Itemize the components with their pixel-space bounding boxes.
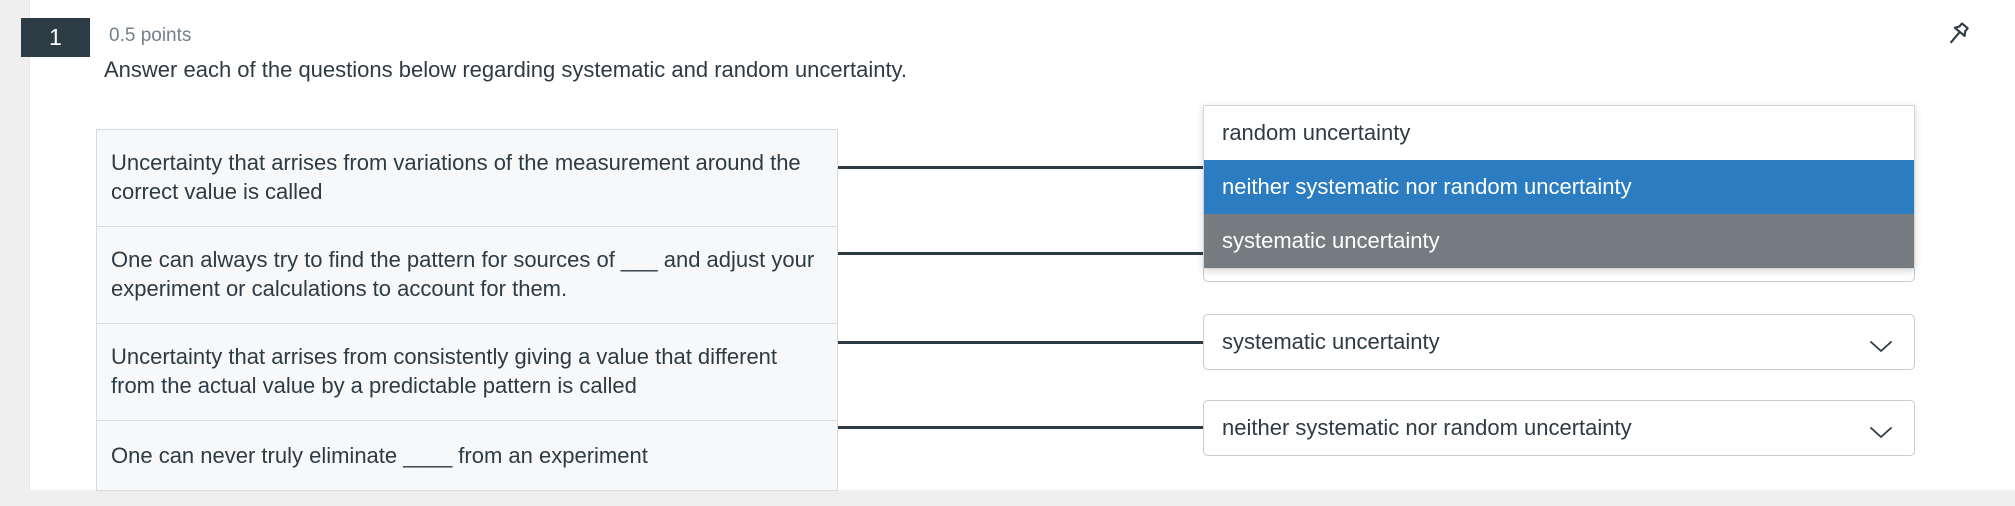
- match-item: One can always try to find the pattern f…: [97, 227, 837, 324]
- answer-select-4[interactable]: neither systematic nor random uncertaint…: [1203, 400, 1915, 456]
- match-item: One can never truly eliminate ____ from …: [97, 421, 837, 491]
- question-number-badge: 1: [21, 18, 90, 57]
- pushpin-icon[interactable]: [1943, 19, 1973, 49]
- question-prompt: Answer each of the questions below regar…: [104, 57, 908, 82]
- connector-line: [838, 426, 1204, 429]
- match-item: Uncertainty that arrises from consistent…: [97, 324, 837, 421]
- chevron-down-icon: [1868, 334, 1894, 352]
- left-gutter: [0, 0, 29, 506]
- chevron-down-icon: [1868, 420, 1894, 438]
- points-label: 0.5 points: [109, 25, 192, 46]
- canvas-bottom-edge: [29, 490, 2015, 506]
- match-item-list: Uncertainty that arrises from variations…: [96, 129, 838, 491]
- answer-select-3[interactable]: systematic uncertainty: [1203, 314, 1915, 370]
- question-number: 1: [49, 24, 62, 50]
- connector-line: [838, 252, 1204, 255]
- answer-select-4-value: neither systematic nor random uncertaint…: [1222, 415, 1632, 440]
- dropdown-option-neither-systematic-nor-random-uncertainty[interactable]: neither systematic nor random uncertaint…: [1204, 160, 1914, 214]
- match-item: Uncertainty that arrises from variations…: [97, 130, 837, 227]
- dropdown-option-random-uncertainty[interactable]: random uncertainty: [1204, 106, 1914, 160]
- dropdown-option-systematic-uncertainty[interactable]: systematic uncertainty: [1204, 214, 1914, 268]
- answer-select-3-value: systematic uncertainty: [1222, 329, 1440, 354]
- connector-line: [838, 341, 1204, 344]
- connector-line: [838, 166, 1204, 169]
- answer-dropdown-popup[interactable]: random uncertainty neither systematic no…: [1203, 105, 1915, 269]
